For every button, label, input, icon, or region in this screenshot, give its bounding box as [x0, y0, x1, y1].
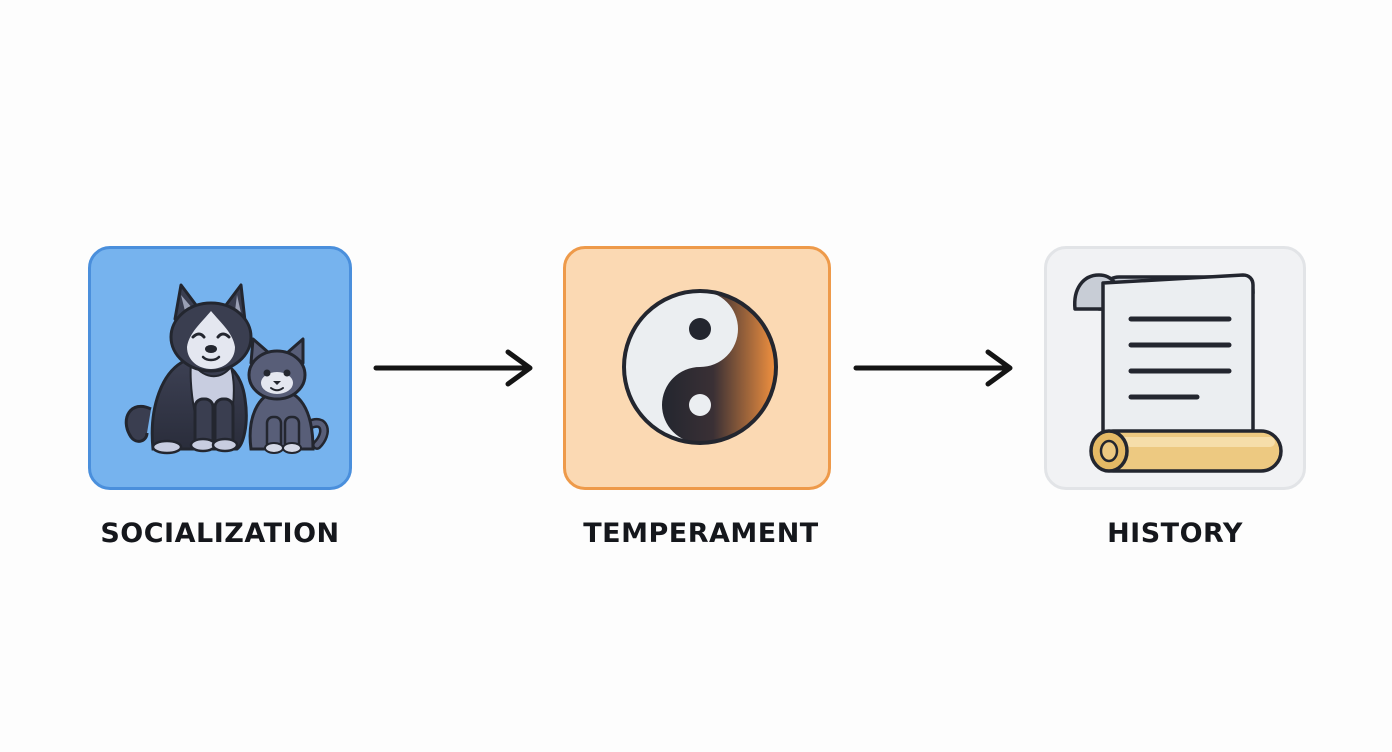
temperament-label: TEMPERAMENT [583, 518, 819, 549]
yin-yang-icon [622, 289, 778, 445]
arrow-temperament-to-history [853, 349, 1013, 387]
temperament-tile [563, 246, 831, 490]
socialization-label: SOCIALIZATION [100, 518, 340, 549]
socialization-tile [88, 246, 352, 490]
scroll-document-icon [1073, 273, 1283, 473]
history-tile [1044, 246, 1306, 490]
dog-and-cat-icon [124, 283, 329, 455]
arrow-socialization-to-temperament [373, 349, 533, 387]
history-label: HISTORY [1107, 518, 1243, 549]
